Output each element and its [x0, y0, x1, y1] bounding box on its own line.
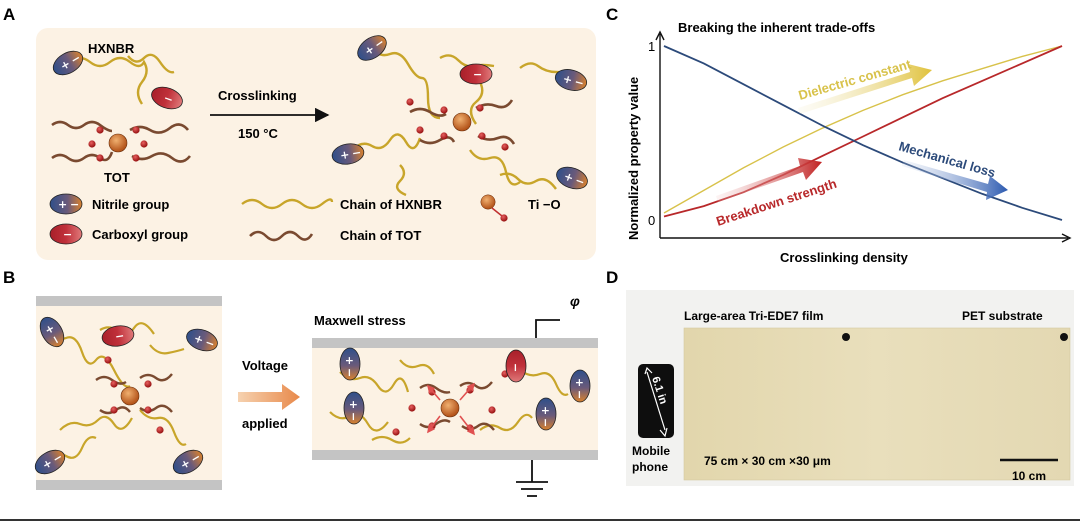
carboxyl-icon — [459, 63, 493, 85]
panel-a-letter: A — [3, 5, 15, 24]
legend-hxnbr-chain — [241, 198, 334, 210]
hxnbr-chain-left — [69, 53, 175, 105]
hxnbr-label: HXNBR — [88, 41, 135, 56]
y-tick-label-0: 0 — [648, 213, 655, 228]
nitrile-icon — [569, 369, 591, 403]
mechanical-arrow — [902, 160, 1008, 200]
chart-xlabel: Crosslinking density — [780, 250, 909, 265]
legend-carboxyl-label: Carboxyl group — [92, 227, 188, 242]
panel-c-letter: C — [606, 5, 618, 24]
nitrile-icon — [339, 347, 361, 381]
chart-axes — [655, 30, 1072, 243]
crosslinked-network — [351, 47, 572, 197]
pet-marker — [1060, 333, 1068, 341]
tot-chains-left — [51, 120, 192, 163]
film-label: Large-area Tri-EDE7 film — [684, 309, 823, 323]
maxwell-stress-label: Maxwell stress — [314, 313, 406, 328]
electrode-top-wire — [535, 319, 560, 338]
panel-b-letter: B — [3, 268, 15, 287]
mobile-phone-icon — [638, 364, 674, 438]
film-dimensions: 75 cm × 30 cm ×30 μm — [704, 454, 831, 468]
phi-label: φ — [570, 293, 580, 309]
series-line-mechanical-loss — [663, 45, 1063, 221]
tot-label: TOT — [104, 170, 130, 185]
legend-nitrile-label: Nitrile group — [92, 197, 169, 212]
legend-tio-icon — [480, 194, 496, 210]
panel-d-letter: D — [606, 268, 618, 287]
series-line-dielectric-constant — [663, 45, 1063, 214]
film-photo — [683, 327, 1071, 481]
legend-tot-chain — [249, 230, 314, 242]
legend-carboxyl-icon — [49, 223, 83, 245]
film-marker — [842, 333, 850, 341]
chart-title: Breaking the inherent trade-offs — [678, 20, 875, 35]
applied-label: applied — [242, 416, 288, 431]
voltage-label: Voltage — [242, 358, 288, 373]
panel-a-background — [36, 28, 596, 260]
voltage-arrow — [238, 384, 300, 410]
scale-label: 10 cm — [1012, 469, 1046, 483]
mobile-label-line2: phone — [632, 460, 668, 474]
nitrile-icon — [343, 391, 365, 425]
chart-ticks: 01 — [648, 39, 655, 228]
legend-hxnbr-label: Chain of HXNBR — [340, 197, 442, 212]
dielectric-arrow — [798, 64, 932, 114]
carboxyl-icon — [505, 349, 527, 383]
legend-tio-label: Ti −O — [528, 197, 561, 212]
y-tick-label-1: 1 — [648, 39, 655, 54]
x-axis-arrowhead — [1061, 233, 1072, 243]
breakdown-arrow — [716, 158, 822, 202]
chart-ylabel: Normalized property value — [626, 77, 641, 240]
series-label-breakdown: Breakdown strength — [714, 176, 838, 229]
y-axis-arrowhead — [655, 30, 665, 41]
legend-nitrile-icon — [49, 193, 83, 215]
ground-icon — [516, 460, 548, 497]
legend-tot-label: Chain of TOT — [340, 228, 421, 243]
mobile-label-line1: Mobile — [632, 444, 670, 458]
pet-label: PET substrate — [962, 309, 1043, 323]
nitrile-icon — [535, 397, 557, 431]
crosslinking-label: Crosslinking — [218, 88, 297, 103]
temperature-label: 150 °C — [238, 126, 279, 141]
